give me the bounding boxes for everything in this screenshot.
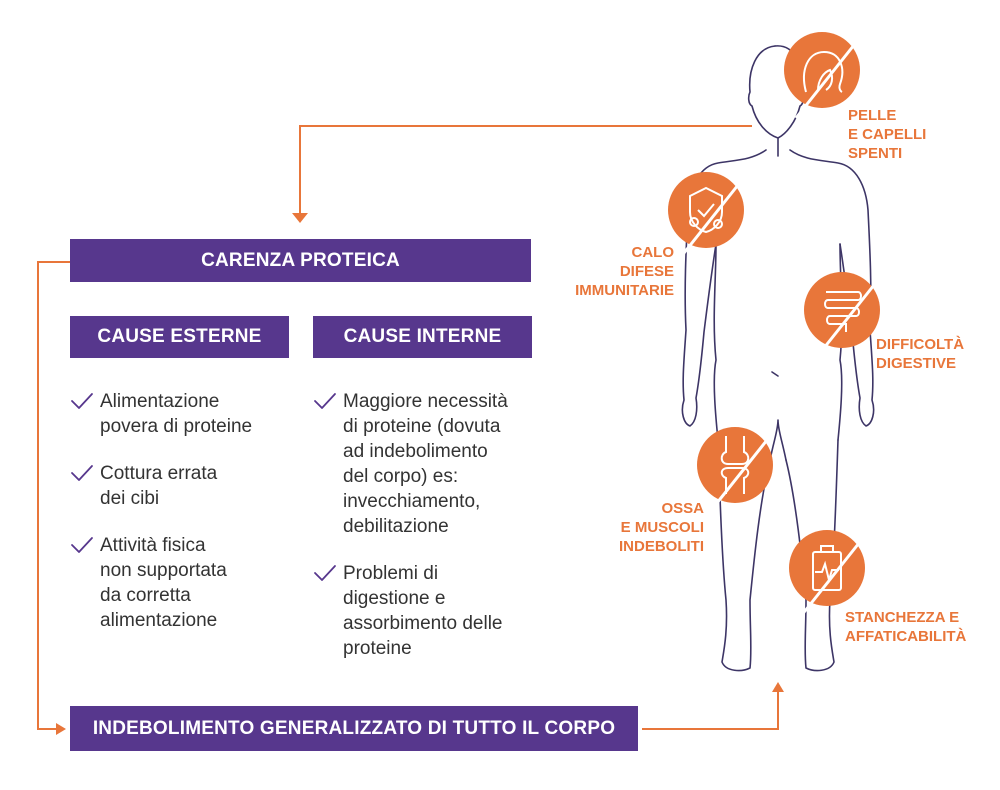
check-icon bbox=[314, 393, 336, 409]
cause-item: Cottura errata dei cibi bbox=[70, 461, 295, 511]
cause-item-line: Maggiore necessità bbox=[343, 391, 508, 412]
badge-hair bbox=[784, 32, 860, 119]
cause-item-line: Cottura errata bbox=[100, 463, 218, 484]
symptom-label-line: IMMUNITARIE bbox=[575, 282, 674, 299]
cause-item-line: Attività fisica bbox=[100, 535, 206, 556]
cause-item-line: alimentazione bbox=[100, 610, 218, 631]
symptom-label-digestive: DIFFICOLTÀ DIGESTIVE bbox=[876, 335, 964, 373]
cause-item: Problemi di digestione e assorbimento dell… bbox=[313, 561, 543, 661]
symptom-label-line: PELLE bbox=[848, 107, 897, 124]
hair-head-icon bbox=[803, 50, 844, 93]
check-icon bbox=[71, 537, 93, 553]
badge-immune bbox=[668, 172, 744, 259]
symptom-label-line: DIFFICOLTÀ bbox=[876, 336, 965, 353]
symptom-label-line: OSSA bbox=[661, 500, 704, 517]
internal-causes-header: CAUSE INTERNE bbox=[313, 316, 532, 358]
external-causes-header: CAUSE ESTERNE bbox=[70, 316, 289, 358]
flow-arrows bbox=[37, 125, 779, 730]
symptom-label-line: E CAPELLI bbox=[848, 126, 927, 143]
shield-virus-icon bbox=[689, 186, 723, 234]
cause-item-line: assorbimento delle bbox=[343, 613, 503, 634]
internal-causes-list: Maggiore necessità di proteine (dovuta ad … bbox=[313, 389, 543, 683]
cause-item-line: Problemi di bbox=[343, 563, 439, 584]
cause-item-line: digestione e bbox=[343, 588, 446, 609]
intestine-icon bbox=[824, 291, 862, 332]
general-weakening-footer: INDEBOLIMENTO GENERALIZZATO DI TUTTO IL … bbox=[70, 706, 638, 751]
cause-item-line: invecchiamento, bbox=[343, 491, 481, 512]
symptom-label-line: SPENTI bbox=[848, 145, 903, 162]
protein-deficiency-title: CARENZA PROTEICA bbox=[70, 239, 531, 282]
badge-bones bbox=[697, 427, 773, 514]
symptom-label-line: DIGESTIVE bbox=[876, 355, 957, 372]
cause-item: Attività fisica non supportata da corretta… bbox=[70, 533, 295, 633]
symptom-label-line: CALO bbox=[631, 244, 675, 261]
cause-item: Alimentazione povera di proteine bbox=[70, 389, 295, 439]
symptom-label-line: E MUSCOLI bbox=[620, 519, 704, 536]
badge-fatigue bbox=[789, 530, 865, 617]
cause-item-line: ad indebolimento bbox=[343, 441, 488, 462]
check-icon bbox=[71, 393, 93, 409]
cause-item-line: povera di proteine bbox=[100, 416, 253, 437]
cause-item-line: debilitazione bbox=[343, 516, 449, 537]
battery-pulse-icon bbox=[812, 545, 842, 591]
cause-item-line: dei cibi bbox=[100, 488, 160, 509]
cause-item-line: non supportata bbox=[100, 560, 227, 581]
cause-item-line: proteine bbox=[343, 638, 412, 659]
symptom-label-line: AFFATICABILITÀ bbox=[845, 628, 967, 645]
cause-item-line: Alimentazione bbox=[100, 391, 220, 412]
cause-item-line: da corretta bbox=[100, 585, 191, 606]
symptom-label-line: DIFESE bbox=[619, 263, 674, 280]
bone-joint-icon bbox=[720, 436, 750, 494]
cause-item-line: del corpo) es: bbox=[343, 466, 459, 487]
symptom-label-immune: CALO DIFESE IMMUNITARIE bbox=[570, 243, 674, 300]
symptom-label-fatigue: STANCHEZZA E AFFATICABILITÀ bbox=[845, 608, 966, 646]
check-icon bbox=[71, 465, 93, 481]
badge-digestive bbox=[804, 272, 880, 359]
cause-item-line: di proteine (dovuta bbox=[343, 416, 501, 437]
cause-item: Maggiore necessità di proteine (dovuta ad … bbox=[313, 389, 543, 539]
symptom-label-line: STANCHEZZA E bbox=[845, 609, 960, 626]
symptom-label-bones: OSSA E MUSCOLI INDEBOLITI bbox=[600, 499, 704, 556]
symptom-label-line: INDEBOLITI bbox=[619, 538, 704, 555]
check-icon bbox=[314, 565, 336, 581]
symptom-label-hair: PELLE E CAPELLI SPENTI bbox=[848, 106, 926, 163]
arrow-heads bbox=[56, 213, 784, 735]
